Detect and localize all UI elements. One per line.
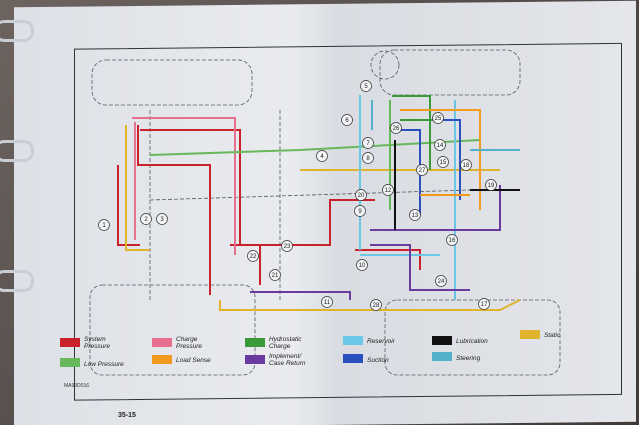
- callout-number: 3: [160, 217, 164, 223]
- callout-number: 10: [359, 263, 366, 269]
- callout-22: 22: [247, 250, 259, 262]
- callout-number: 20: [358, 193, 365, 199]
- callout-number: 15: [440, 160, 447, 166]
- callout-number: 14: [437, 143, 444, 149]
- legend-swatch-low-pressure: [60, 358, 80, 367]
- callout-number: 28: [373, 303, 380, 309]
- legend-label-charge-pressure: Charge Pressure: [176, 336, 203, 350]
- line-system-pressure: [117, 125, 421, 295]
- callout-number: 9: [358, 209, 362, 215]
- legend-label-lubrication: Lubrication: [456, 338, 488, 345]
- callout-7: 7: [362, 137, 374, 149]
- callout-17: 17: [478, 298, 490, 310]
- callout-4: 4: [316, 150, 328, 162]
- callout-11: 11: [321, 296, 333, 308]
- legend-swatch-charge-pressure: [152, 338, 172, 347]
- legend-label-steering: Steering: [456, 355, 481, 362]
- callout-26: 26: [390, 122, 402, 134]
- callout-24: 24: [435, 275, 447, 287]
- legend-swatch-suction: [343, 354, 363, 363]
- callout-number: 22: [250, 254, 257, 260]
- callout-number: 23: [284, 244, 291, 250]
- callout-number: 6: [345, 118, 349, 124]
- callout-number: 24: [438, 279, 445, 285]
- legend-label-system-pressure: System Pressure: [84, 336, 111, 350]
- callout-number: 21: [272, 273, 279, 279]
- callout-14: 14: [434, 139, 446, 151]
- legend-label-load-sense: Load Sense: [176, 357, 211, 364]
- legend-swatch-load-sense: [152, 355, 172, 364]
- callout-3: 3: [156, 213, 168, 225]
- callout-number: 16: [449, 238, 456, 244]
- callout-6: 6: [341, 114, 353, 126]
- line-charge-pressure: [132, 117, 236, 255]
- legend-label-suction: Suction: [367, 357, 389, 364]
- legend-swatch-steering: [432, 352, 452, 361]
- line-implement-case-return: [250, 185, 501, 300]
- legend-swatch-implement-case-return: [245, 355, 265, 364]
- callout-number: 5: [364, 84, 368, 90]
- callout-15: 15: [437, 156, 449, 168]
- callout-number: 11: [324, 300, 331, 306]
- line-suction: [400, 119, 461, 215]
- page-number: 35-15: [118, 412, 136, 419]
- legend-label-reservoir: Reservoir: [367, 338, 395, 345]
- callout-1: 1: [98, 219, 110, 231]
- line-load-sense: [400, 109, 481, 210]
- callout-number: 18: [463, 163, 470, 169]
- line-hydrostatic-charge: [392, 95, 440, 170]
- callout-8: 8: [362, 152, 374, 164]
- legend-label-hydrostatic-charge: Hydrostatic Charge: [269, 336, 302, 350]
- callout-number: 17: [481, 302, 488, 308]
- callout-5: 5: [360, 80, 372, 92]
- callout-19: 19: [485, 179, 497, 191]
- callout-number: 8: [366, 156, 370, 162]
- callout-number: 13: [412, 213, 419, 219]
- binder-rings: [0, 20, 34, 310]
- legend-swatch-static: [520, 330, 540, 339]
- callout-number: 4: [320, 154, 324, 160]
- callout-27: 27: [416, 164, 428, 176]
- binder-ring: [0, 20, 34, 42]
- legend-swatch-lubrication: [432, 336, 452, 345]
- callout-number: 7: [366, 141, 370, 147]
- legend-swatch-system-pressure: [60, 338, 80, 347]
- callout-16: 16: [446, 234, 458, 246]
- callout-number: 27: [419, 168, 426, 174]
- callout-21: 21: [269, 269, 281, 281]
- binder-ring: [0, 140, 34, 162]
- binder-ring: [0, 270, 34, 292]
- callout-number: 26: [393, 126, 400, 132]
- legend-label-low-pressure: Low Pressure: [84, 361, 124, 368]
- callout-9: 9: [354, 205, 366, 217]
- callout-13: 13: [409, 209, 421, 221]
- callout-number: 1: [102, 223, 106, 229]
- figure-id: MA99D016: [64, 383, 90, 389]
- callout-number: 25: [435, 116, 442, 122]
- callout-number: 2: [144, 217, 148, 223]
- callout-number: 19: [488, 183, 495, 189]
- legend-label-static: Static: [544, 332, 561, 339]
- callout-20: 20: [355, 189, 367, 201]
- line-steering: [371, 100, 520, 151]
- callout-number: 12: [385, 188, 392, 194]
- callout-25: 25: [432, 112, 444, 124]
- line-lubrication: [394, 140, 520, 230]
- line-reservoir: [359, 95, 456, 300]
- callout-2: 2: [140, 213, 152, 225]
- callout-18: 18: [460, 159, 472, 171]
- callout-28: 28: [370, 299, 382, 311]
- legend-label-implement-case-return: Implement/ Case Return: [269, 353, 306, 367]
- callout-12: 12: [382, 184, 394, 196]
- callout-23: 23: [281, 240, 293, 252]
- legend-swatch-hydrostatic-charge: [245, 338, 265, 347]
- legend-swatch-reservoir: [343, 336, 363, 345]
- callout-10: 10: [356, 259, 368, 271]
- vehicle-outline: [89, 49, 561, 376]
- hydraulic-lines: [117, 95, 521, 311]
